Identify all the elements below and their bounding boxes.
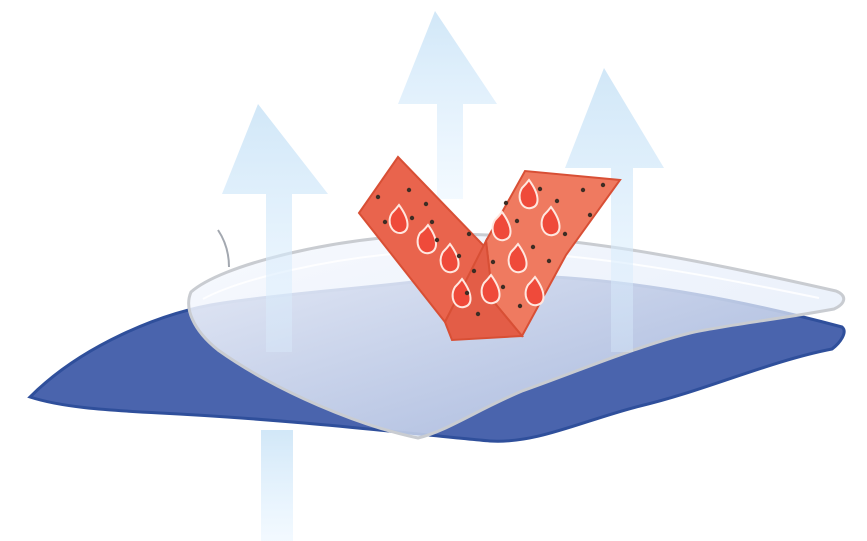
- arrow-up-icon: [398, 11, 497, 199]
- arrow-up-icon: [261, 430, 293, 541]
- film-curl: [218, 230, 229, 267]
